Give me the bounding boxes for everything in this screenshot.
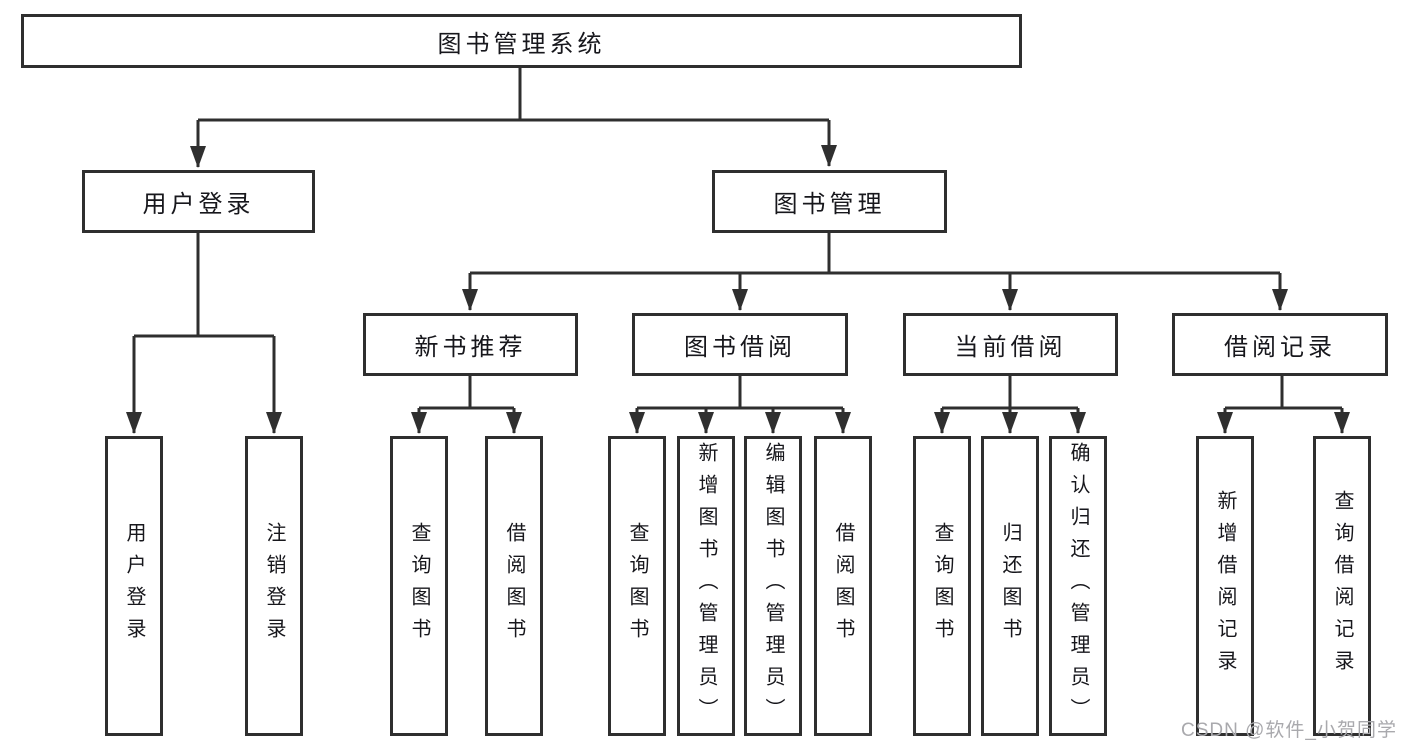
node-borrow-books-action: 借阅图书 (814, 436, 872, 736)
node-borrowing-records: 借阅记录 (1172, 313, 1388, 376)
node-edit-books-admin: 编辑图书（管理员） (744, 436, 802, 736)
node-book-borrowing: 图书借阅 (632, 313, 848, 376)
node-label: 图书管理系统 (437, 30, 606, 58)
csdn-watermark: CSDN @软件_小贺同学 (1181, 720, 1397, 741)
node-label: 当前借阅 (954, 334, 1067, 361)
node-label: 查询图书 (626, 522, 648, 650)
node-add-borrow-record: 新增借阅记录 (1196, 436, 1254, 736)
node-return-books: 归还图书 (981, 436, 1039, 736)
node-label: 借阅记录 (1224, 334, 1336, 361)
node-user-login-branch: 用户登录 (82, 170, 315, 233)
node-label: 查询图书 (408, 522, 430, 650)
node-borrow-books-recommend: 借阅图书 (485, 436, 543, 736)
node-label: 图书管理 (773, 191, 886, 218)
node-label: 新书推荐 (414, 334, 527, 361)
node-confirm-return-admin: 确认归还（管理员） (1049, 436, 1107, 736)
node-label: 图书借阅 (684, 334, 796, 361)
node-logout-action: 注销登录 (245, 436, 303, 736)
node-current-borrowing: 当前借阅 (903, 313, 1118, 376)
node-query-books-current: 查询图书 (913, 436, 971, 736)
node-label: 注销登录 (263, 522, 285, 650)
node-label: 编辑图书（管理员） (762, 442, 784, 730)
node-library-management-system: 图书管理系统 (21, 14, 1022, 68)
node-user-login-action: 用户登录 (105, 436, 163, 736)
node-label: 新增图书（管理员） (695, 442, 717, 730)
node-label: 借阅图书 (832, 522, 854, 650)
node-new-book-recommendation: 新书推荐 (363, 313, 578, 376)
node-label: 查询借阅记录 (1331, 490, 1353, 682)
node-label: 确认归还（管理员） (1067, 442, 1089, 730)
node-query-borrow-record: 查询借阅记录 (1313, 436, 1371, 736)
node-label: 新增借阅记录 (1214, 490, 1236, 682)
node-query-books-recommend: 查询图书 (390, 436, 448, 736)
node-label: 借阅图书 (503, 522, 525, 650)
node-label: 归还图书 (999, 522, 1021, 650)
node-label: 查询图书 (931, 522, 953, 650)
node-add-books-admin: 新增图书（管理员） (677, 436, 735, 736)
node-book-management-branch: 图书管理 (712, 170, 947, 233)
node-query-books-borrow: 查询图书 (608, 436, 666, 736)
node-label: 用户登录 (123, 522, 145, 650)
node-label: 用户登录 (142, 191, 255, 218)
